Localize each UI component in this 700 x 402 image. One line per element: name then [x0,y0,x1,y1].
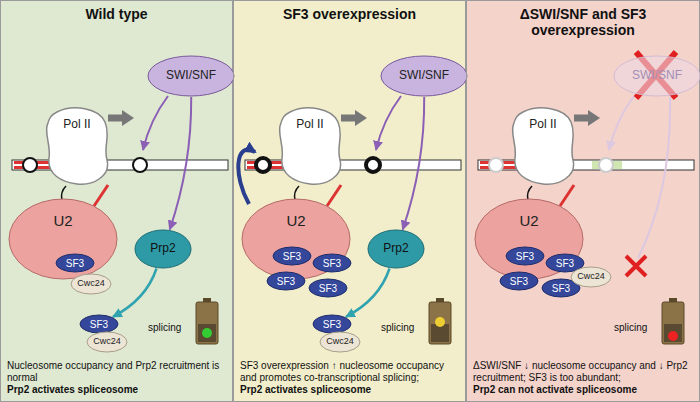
pol-ii-blob [280,108,341,184]
shape-label: SF3 [552,283,570,294]
shape-label: Pol II [529,118,556,131]
ellipse-fill [381,56,467,96]
ellipse-fill [313,254,351,272]
shape-label: Cwc24 [577,272,605,282]
ellipse-fill [87,332,127,352]
summary-conclusion: Prp2 can not activate spliceosome [473,384,695,396]
shape-label: Pol II [63,118,90,131]
ellipse-fill [148,56,234,96]
sf3-factor: SF3 [272,246,312,266]
swi-snf-complex: SWI/SNF [613,55,700,97]
ellipse-fill [135,230,191,268]
panel-summary: ΔSWI/SNF ↓ nucleosome occupancy and ↓ Pr… [473,360,695,396]
outcome-label: splicing [614,322,647,334]
summary-text: SF3 overexpression ↑ nucleosome occupanc… [240,360,462,384]
shape-label: SWI/SNF [632,69,682,82]
shape-label: SWI/SNF [166,69,216,82]
shape-label: Cwc24 [93,337,121,347]
ellipse-fill [614,56,700,96]
connector-arrow [113,269,157,317]
sf3-factor: SF3 [266,271,306,291]
pol-ii-blob [47,108,108,184]
ellipse-fill [475,199,583,279]
shape-label: SF3 [323,319,341,330]
sf3-factor: SF3 [308,278,348,298]
prp2-helicase: Prp2 [367,229,425,269]
cwc24-factor: Cwc24 [86,331,128,353]
sf3-factor: SF3 [505,246,545,266]
ellipse-fill [273,247,311,265]
ellipse-fill [368,230,424,268]
summary-text: Nucleosome occupancy and Prp2 recruitmen… [7,360,229,384]
connector-arrow [170,97,192,230]
shape-label: SF3 [283,251,301,262]
ellipse-fill [500,272,538,290]
cwc24-factor: Cwc24 [70,273,112,295]
ellipse-fill [313,315,351,333]
panel-summary: SF3 overexpression ↑ nucleosome occupanc… [240,360,462,396]
shape-label: Cwc24 [326,337,354,347]
sf3-overexpression-chromatin [238,96,461,344]
pol-ii: Pol II [43,106,111,188]
ellipse-fill [80,315,118,333]
ellipse-fill [309,279,347,297]
shape-label: Prp2 [150,242,175,255]
ellipse-fill [9,199,117,279]
ellipse-fill [571,267,611,287]
panel-summary: Nucleosome occupancy and Prp2 recruitmen… [7,360,229,396]
outcome-label: splicing [148,322,181,334]
summary-conclusion: Prp2 activates spliceosome [7,384,229,396]
pol-ii: Pol II [276,106,344,188]
pol-ii-blob [513,108,574,184]
cwc24-factor: Cwc24 [319,331,361,353]
outcome-label: splicing [381,322,414,334]
sf3-factor: SF3 [55,253,95,273]
shape-label: SWI/SNF [399,69,449,82]
condition-panel: Wild typeNucleosome occupancy and Prp2 r… [0,0,233,402]
ellipse-fill [267,272,305,290]
shape-label: Pol II [296,118,323,131]
panel-heading: Wild type [13,6,220,22]
shape-label: U2 [519,213,538,230]
pol-ii: Pol II [509,106,577,188]
connector-arrow [403,97,425,230]
shape-label: Prp2 [383,242,408,255]
ellipse-fill [506,247,544,265]
shape-label: SF3 [90,319,108,330]
swi-snf-complex: SWI/SNF [380,55,468,97]
shape-label: SF3 [66,258,84,269]
connector-arrow [346,269,390,317]
condition-panel: SF3 overexpressionSF3 overexpression ↑ n… [233,0,466,402]
shape-label: SF3 [510,276,528,287]
swi-snf-complex: SWI/SNF [147,55,235,97]
ellipse-fill [71,274,111,294]
sf3-factor: SF3 [312,253,352,273]
cwc24-factor: Cwc24 [570,266,612,288]
shape-label: Cwc24 [77,279,105,289]
summary-conclusion: Prp2 activates spliceosome [240,384,462,396]
ellipse-fill [242,199,350,279]
shape-label: SF3 [323,258,341,269]
shape-label: SF3 [277,276,295,287]
sf3-factor: SF3 [312,314,352,334]
shape-label: U2 [53,213,72,230]
summary-text: ΔSWI/SNF ↓ nucleosome occupancy and ↓ Pr… [473,360,695,384]
shape-label: SF3 [516,251,534,262]
shape-label: SF3 [319,283,337,294]
ellipse-fill [320,332,360,352]
sf3-factor: SF3 [79,314,119,334]
condition-panel: ΔSWI/SNF and SF3 overexpressionΔSWI/SNF … [466,0,700,402]
sf3-factor: SF3 [499,271,539,291]
ellipse-fill [56,254,94,272]
panel-heading: SF3 overexpression [246,6,453,22]
shape-label: SF3 [556,258,574,269]
prp2-helicase: Prp2 [134,229,192,269]
panel-heading: ΔSWI/SNF and SF3 overexpression [479,6,687,38]
shape-label: U2 [286,213,305,230]
